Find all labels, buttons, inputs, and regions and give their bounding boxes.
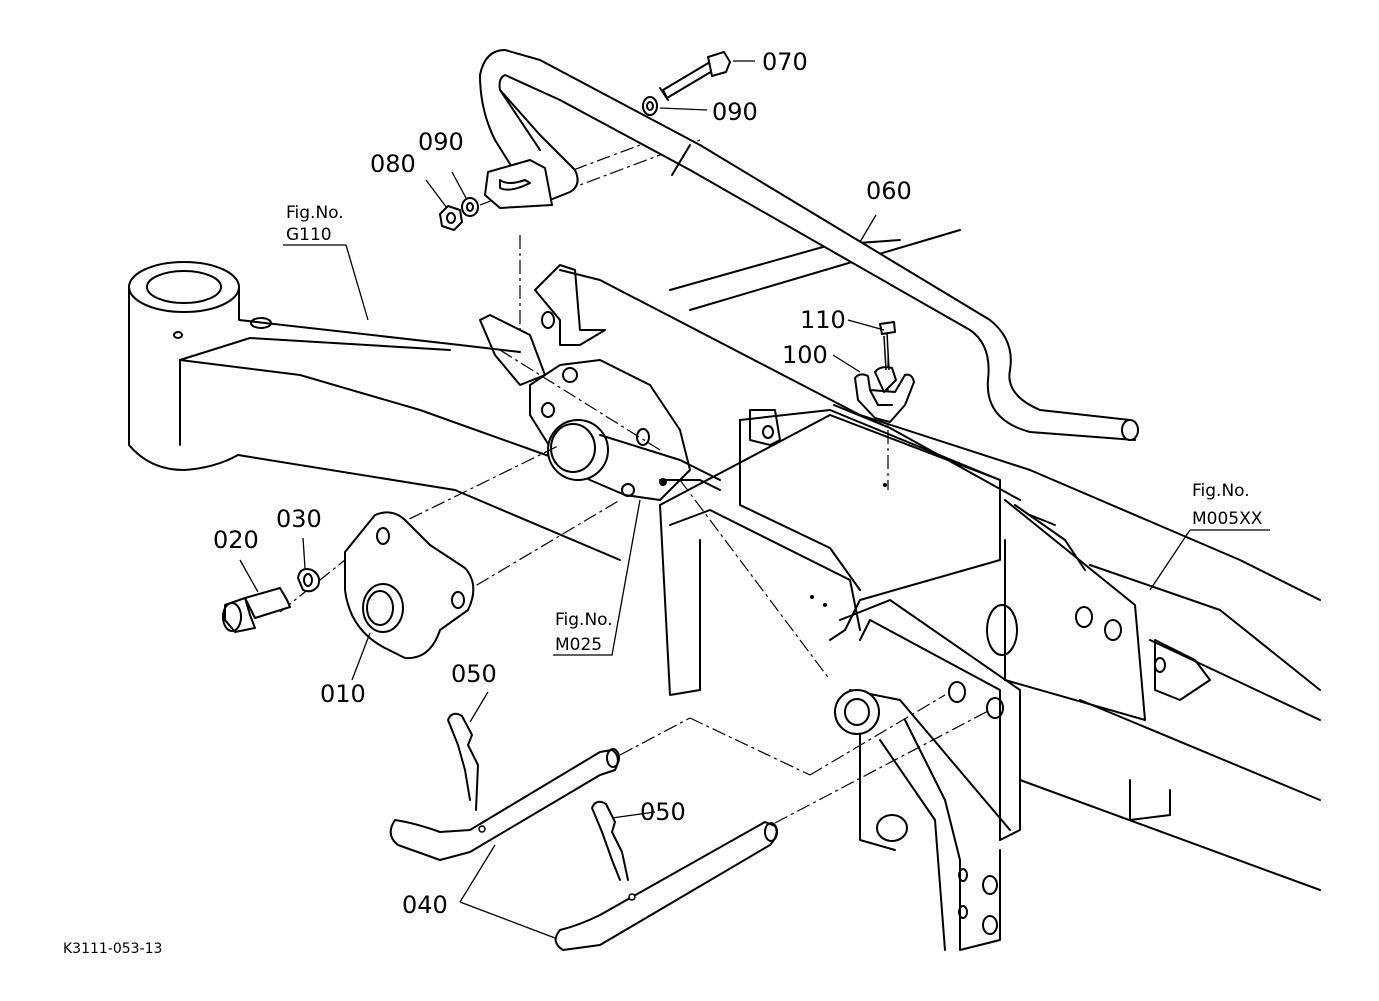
nut-080 bbox=[439, 205, 463, 231]
pivot-hub-drawing bbox=[479, 264, 781, 501]
label-090-top: 090 bbox=[712, 98, 758, 126]
fig-ref-m005xx-line2: M005XX bbox=[1192, 509, 1263, 529]
label-040: 040 bbox=[402, 891, 448, 919]
screw-110 bbox=[879, 321, 896, 371]
cotter-pin-050-b bbox=[591, 800, 629, 881]
label-050-b: 050 bbox=[640, 798, 686, 826]
label-050-a: 050 bbox=[451, 660, 497, 688]
labels: 070 090 080 090 060 110 100 020 030 010 … bbox=[63, 48, 1263, 957]
label-030: 030 bbox=[276, 505, 322, 533]
swing-arm-drawing bbox=[128, 261, 621, 561]
cotter-pin-050-a bbox=[447, 712, 479, 811]
washer-090-top bbox=[642, 96, 658, 116]
label-060: 060 bbox=[866, 177, 912, 205]
fig-ref-g110-line1: Fig.No. bbox=[286, 203, 344, 223]
label-020: 020 bbox=[213, 526, 259, 554]
fig-ref-g110-line2: G110 bbox=[286, 225, 332, 245]
plate-010 bbox=[344, 511, 475, 660]
axle-bracket-drawing bbox=[659, 414, 1021, 951]
bolt-070 bbox=[659, 51, 731, 101]
lever-rod-060 bbox=[479, 49, 1139, 441]
leader-lines bbox=[239, 60, 1270, 939]
lock-washer-030 bbox=[297, 568, 321, 593]
drawing-code: K3111-053-13 bbox=[63, 941, 162, 957]
label-080: 080 bbox=[370, 150, 416, 178]
label-010: 010 bbox=[320, 680, 366, 708]
clip-100 bbox=[833, 366, 1021, 501]
fig-ref-m025-line1: Fig.No. bbox=[555, 610, 613, 630]
label-110: 110 bbox=[800, 306, 846, 334]
pin-040-a bbox=[389, 748, 620, 861]
fig-ref-m025-line2: M025 bbox=[555, 635, 602, 655]
label-070: 070 bbox=[762, 48, 808, 76]
pin-040-b bbox=[554, 821, 778, 951]
fig-ref-m005xx-line1: Fig.No. bbox=[1192, 481, 1250, 501]
washer-090-left bbox=[461, 197, 479, 217]
label-090-left: 090 bbox=[418, 128, 464, 156]
bolt-020 bbox=[222, 587, 291, 633]
main-frame-drawing bbox=[559, 229, 1321, 891]
alignment-lines bbox=[279, 139, 991, 824]
label-100: 100 bbox=[782, 341, 828, 369]
